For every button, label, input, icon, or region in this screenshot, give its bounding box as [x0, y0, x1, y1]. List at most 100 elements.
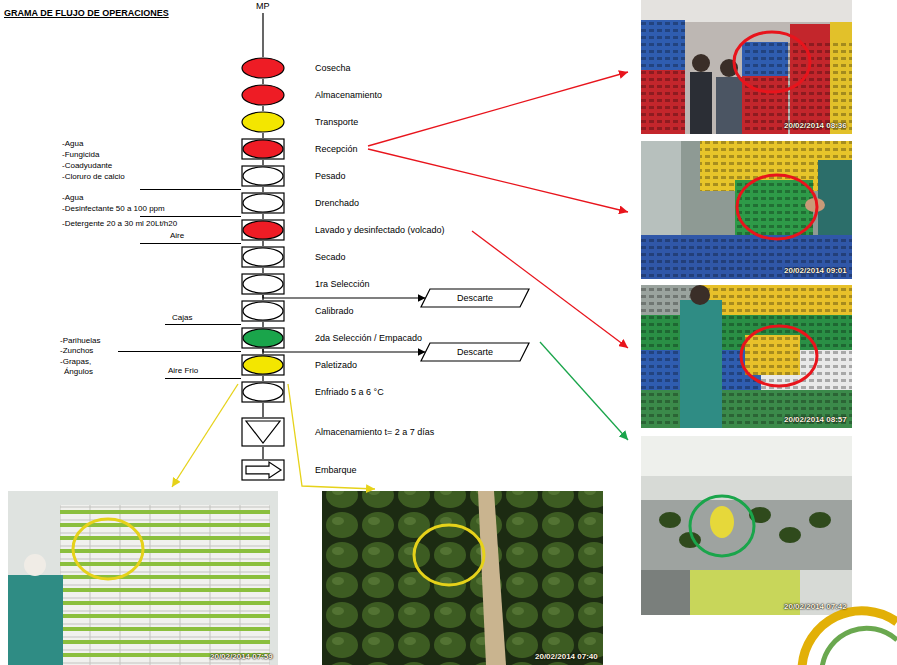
photo-washing-part [690, 285, 710, 305]
symbol-outline [241, 246, 285, 268]
flow-connector [262, 133, 263, 138]
storage-triangle [246, 421, 280, 443]
flow-connector [262, 376, 263, 381]
leader-arrows-part [368, 72, 628, 146]
symbol-outline [241, 381, 285, 403]
symbol-outline [241, 192, 285, 214]
photo-palletizing-part [73, 519, 143, 579]
input-label: -Detergente 20 a 30 ml 20Lt/h20 [62, 219, 177, 228]
step-label: Lavado y desinfectado (volcado) [315, 225, 445, 236]
operation-ellipse [243, 302, 283, 320]
photo-washing-part [741, 326, 817, 386]
photo-reception-part [716, 77, 742, 134]
process-symbol: 2da Selección / Empacado [241, 327, 285, 349]
step-label: Transporte [315, 117, 358, 128]
symbol-outline [241, 459, 285, 481]
discard-label: Descarte [420, 347, 530, 358]
operation-ellipse [243, 248, 283, 266]
inspection-square [242, 274, 284, 294]
input-label: -Coadyudante [62, 161, 112, 170]
logo-part [822, 628, 897, 665]
flow-connector [262, 322, 263, 327]
photo-washing [641, 285, 852, 428]
step-label: Almacenamiento t= 2 a 7 días [315, 427, 434, 438]
transport-arrow [246, 462, 281, 478]
symbol-outline [241, 57, 285, 79]
diagram-title: GRAMA DE FLUJO DE OPERACIONES [4, 8, 169, 19]
photo-reception-part [641, 20, 685, 134]
inspection-square [242, 382, 284, 402]
operation-ellipse [242, 112, 284, 132]
leader-arrows-part [172, 384, 238, 487]
discard-box: Descarte [420, 288, 530, 308]
step-label: 1ra Selección [315, 279, 370, 290]
input-label: Aire Frio [168, 366, 198, 375]
photo-reception-part [734, 32, 810, 92]
process-symbol: Drenchado [241, 192, 285, 214]
photo-weighing-part [641, 235, 852, 279]
flow-wires-part [140, 216, 241, 217]
photo-packing-part [710, 506, 734, 538]
operation-ellipse [243, 383, 283, 401]
symbol-outline [241, 417, 285, 447]
input-label: -Cloruro de calcio [62, 172, 125, 181]
operation-ellipse [242, 85, 284, 105]
operation-ellipse [243, 356, 283, 374]
photo-palletizing-part [60, 505, 270, 665]
flow-wires-part [140, 189, 241, 190]
flow-connector [262, 241, 263, 246]
operation-ellipse [243, 194, 283, 212]
photo-palletizing-part [8, 575, 63, 665]
input-label: Ángulos [64, 367, 93, 376]
photo-palletizing [8, 491, 278, 665]
material-label: MP [256, 1, 270, 12]
step-label: Drenchado [315, 198, 359, 209]
inspection-square [242, 355, 284, 375]
step-label: Almacenamiento [315, 90, 382, 101]
photo-washing-part [745, 335, 800, 375]
flow-connector [262, 447, 263, 459]
photo-packing-part [809, 512, 831, 528]
flow-wires-part [165, 324, 241, 325]
process-symbol: Calibrado [241, 300, 285, 322]
photo-timestamp: 20/02/2014 09:01 [784, 266, 847, 276]
step-label: Recepción [315, 144, 358, 155]
symbol-outline [241, 354, 285, 376]
input-label: -Desinfectante 50 a 100 ppm [62, 204, 165, 213]
step-label: Calibrado [315, 306, 354, 317]
photo-palletizing-part [24, 554, 46, 576]
step-label: Secado [315, 252, 346, 263]
photo-weighing [641, 141, 852, 279]
photo-timestamp: 20/02/2014 07:59 [210, 652, 273, 662]
photo-washing-part [641, 285, 852, 428]
process-symbol: Paletizado [241, 354, 285, 376]
flow-wires-part [165, 378, 241, 379]
inspection-square [242, 139, 284, 159]
process-symbol: Transporte [241, 111, 285, 133]
symbol-outline [241, 273, 285, 295]
photo-packing-part [641, 436, 852, 615]
inspection-square [242, 193, 284, 213]
symbol-outline [241, 219, 285, 241]
step-label: Pesado [315, 171, 346, 182]
operation-ellipse [243, 275, 283, 293]
photo-packing-part [641, 436, 852, 476]
input-label: -Grapas, [60, 357, 91, 366]
photo-timestamp: 20/02/2014 07:40 [535, 652, 598, 662]
inspection-square [242, 220, 284, 240]
flow-connector [262, 187, 263, 192]
photo-weighing-part [641, 141, 852, 279]
photo-avocados-part [322, 491, 603, 665]
storage-frame [242, 418, 284, 446]
process-symbol: Pesado [241, 165, 285, 187]
step-label: 2da Selección / Empacado [315, 333, 422, 344]
discard-label: Descarte [420, 293, 530, 304]
operation-ellipse [243, 167, 283, 185]
photo-packing-part [779, 527, 801, 543]
photo-washing-part [641, 285, 852, 428]
photo-palletizing-part [8, 491, 278, 665]
leader-arrows-part [540, 342, 628, 440]
input-label: -Zunchos [60, 346, 93, 355]
transport-frame [242, 460, 284, 480]
symbol-outline [241, 111, 285, 133]
